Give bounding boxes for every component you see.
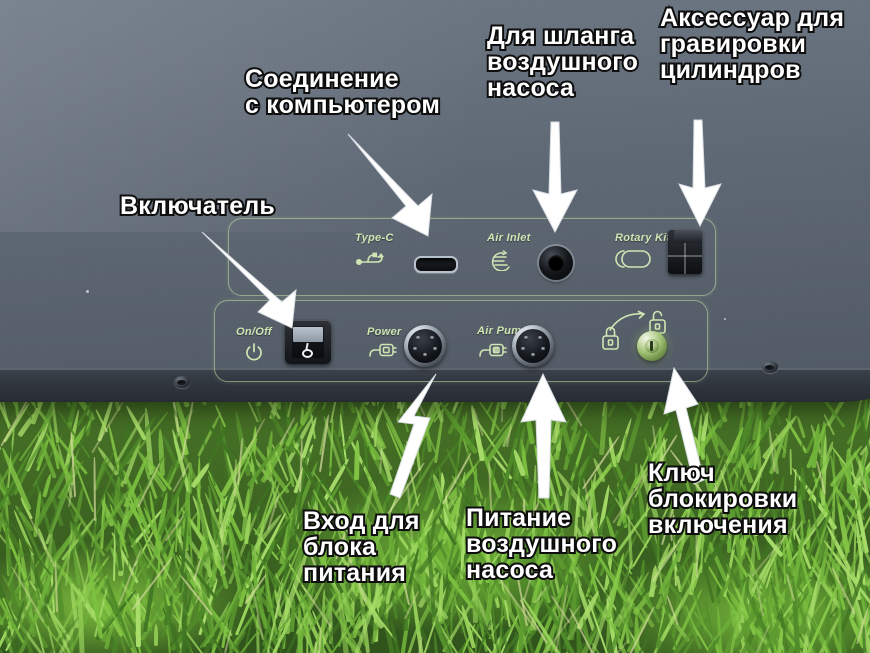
note-air-pump: Питание воздушного насоса xyxy=(466,505,617,583)
arrow-to-power-input xyxy=(378,372,448,500)
port-label-air-inlet: Air Inlet xyxy=(487,232,531,244)
power-din-socket[interactable] xyxy=(404,325,446,367)
chassis-screw xyxy=(762,361,778,373)
note-air-inlet: Для шланга воздушного насоса xyxy=(487,23,638,101)
power-symbol-icon xyxy=(244,342,264,362)
rotary-kit-connector[interactable] xyxy=(668,230,702,274)
arrow-to-rotary-kit xyxy=(672,118,728,228)
key-lock-switch[interactable] xyxy=(637,331,667,361)
note-power-switch: Включатель xyxy=(120,193,275,219)
usb-c-port[interactable] xyxy=(414,256,458,273)
arrow-to-air-pump xyxy=(515,372,573,500)
note-rotary: Аксессуар для гравировки цилиндров xyxy=(660,5,844,83)
rotary-kit-icon xyxy=(615,248,655,270)
chassis-screw xyxy=(174,376,190,388)
port-label-power: Power xyxy=(367,326,402,338)
air-pump-din-socket[interactable] xyxy=(512,325,554,367)
note-key-lock: Ключ блокировки включения xyxy=(648,460,797,538)
arrow-to-air-inlet xyxy=(527,120,583,235)
note-usb: Соединение с компьютером xyxy=(245,66,440,118)
air-flow-icon xyxy=(487,249,515,271)
arrow-to-usb-port xyxy=(338,130,458,245)
usb-icon xyxy=(355,250,389,270)
air-inlet-jack[interactable] xyxy=(539,246,573,280)
dust-speck xyxy=(724,318,726,320)
note-power-input: Вход для блока питания xyxy=(303,508,420,586)
port-label-rotary-kit: Rotary Kit xyxy=(615,232,671,244)
arrow-to-power-switch xyxy=(196,228,326,338)
power-plug-icon xyxy=(368,340,400,360)
pump-plug-icon xyxy=(478,340,510,360)
dust-speck xyxy=(86,290,89,293)
